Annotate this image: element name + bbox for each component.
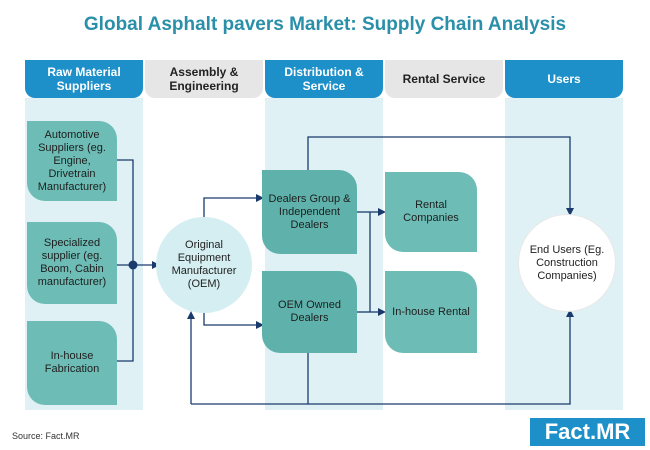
junction-dot (128, 260, 138, 270)
node-rental-companies: Rental Companies (385, 172, 477, 252)
arrow-oem-dealers (203, 194, 264, 217)
column-header-users: Users (505, 60, 623, 98)
logo-suffix: MR (596, 419, 631, 444)
source-note: Source: Fact.MR (12, 431, 80, 441)
node-oem-owned-dealers: OEM Owned Dealers (262, 271, 357, 353)
arrow-dealers-end-users (307, 136, 574, 216)
column-header-distribution: Distribution & Service (265, 60, 383, 98)
arrow-bottom-end-users (191, 309, 574, 405)
factmr-logo: Fact.MR (530, 418, 645, 446)
logo-dot: . (589, 419, 597, 444)
node-end-users: End Users (Eg. Construction Companies) (518, 214, 616, 312)
arrow-oem-owned-dealers (203, 312, 264, 329)
line-automotive-junction (115, 159, 134, 265)
logo-text: Fact (544, 419, 590, 444)
node-specialized-supplier: Specialized supplier (eg. Boom, Cabin ma… (27, 222, 117, 304)
column-header-assembly: Assembly & Engineering (145, 60, 263, 98)
column-header-rental: Rental Service (385, 60, 503, 98)
diagram-title: Global Asphalt pavers Market: Supply Cha… (83, 14, 567, 35)
line-inhouse-junction (115, 265, 134, 362)
column-header-raw-material: Raw Material Suppliers (25, 60, 143, 98)
column-bg-distribution (265, 98, 383, 410)
node-oem: Original Equipment Manufacturer (OEM) (156, 217, 252, 313)
node-inhouse-rental: In-house Rental (385, 271, 477, 353)
node-automotive-suppliers: Automotive Suppliers (eg. Engine, Drivet… (27, 121, 117, 201)
node-dealers-group: Dealers Group & Independent Dealers (262, 170, 357, 254)
node-inhouse-fabrication: In-house Fabrication (27, 321, 117, 405)
